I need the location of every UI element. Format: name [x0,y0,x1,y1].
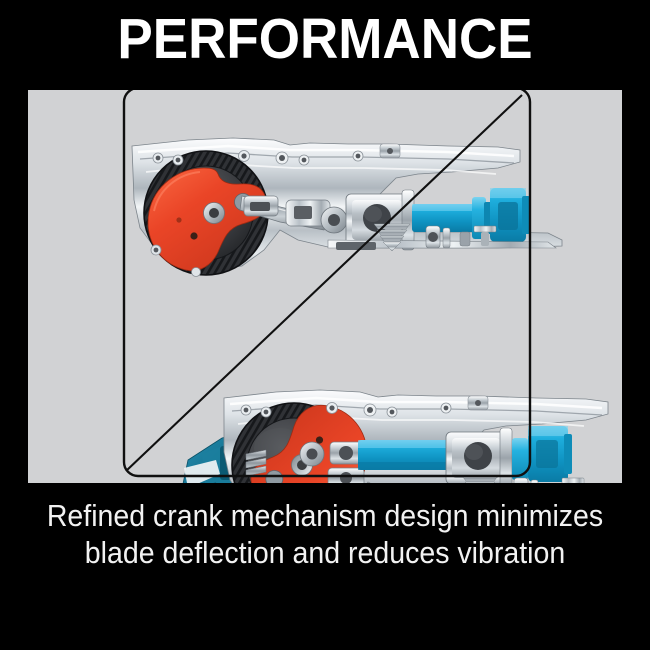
crank-mechanism-cutaway-upper [131,137,563,277]
base-plate-spring [461,475,585,483]
caption-line-2: blade deflection and reduces vibration [84,535,566,570]
product-cutaway-illustration [28,90,622,483]
cutaway-diagram-svg [28,90,622,483]
page-title: PERFORMANCE [117,7,533,71]
connecting-rod [239,195,331,231]
bolt-bosses [150,143,401,277]
crank-mechanism-cutaway-lower [179,389,622,483]
feature-caption: Refined crank mechanism design minimizes… [26,497,624,571]
caption-line-1: Refined crank mechanism design minimizes [46,498,604,533]
base-plate-spring [327,223,557,252]
diagonal-split-line [125,94,523,472]
return-spring [245,449,267,477]
blue-blade-clamp [512,426,572,482]
connecting-rod [299,441,365,483]
plunger-sleeve [445,427,513,483]
bearing-yoke [320,206,348,234]
blue-plunger-shaft [358,440,450,470]
blue-blade-clamp [490,188,530,242]
rounded-frame-box [122,90,532,478]
bolt-bosses [240,395,489,418]
